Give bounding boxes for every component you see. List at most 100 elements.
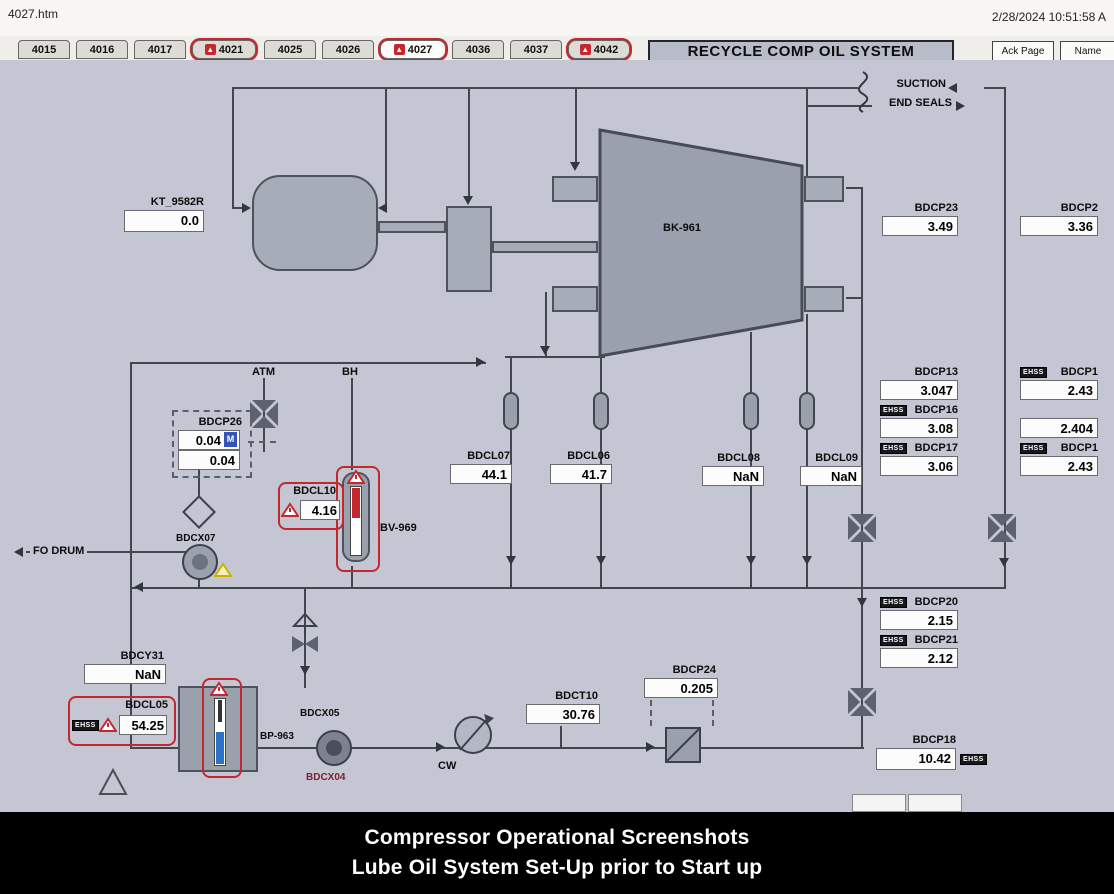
alarm-frame-bdcl05[interactable] xyxy=(68,696,176,746)
ehss-badge: EHSS xyxy=(960,754,987,765)
tag-value-bdcp14[interactable]: 2.43 xyxy=(1020,380,1098,400)
tab-4027[interactable]: ▲4027 xyxy=(380,40,446,59)
tab-4037[interactable]: 4037 xyxy=(510,40,562,59)
pump-bdcx04[interactable] xyxy=(315,729,353,767)
tag-value-bdcl06[interactable]: 41.7 xyxy=(550,464,612,484)
tab-4026[interactable]: 4026 xyxy=(322,40,374,59)
alarm-icon: ▲ xyxy=(579,44,591,55)
tag-value-bdcp22[interactable]: 3.36 xyxy=(1020,216,1098,236)
pipe-line xyxy=(130,362,132,749)
tag-value-bdcl07[interactable]: 44.1 xyxy=(450,464,512,484)
pipe-line xyxy=(750,332,752,587)
tag-label-bdcp14: EHSS BDCP1 xyxy=(1020,366,1098,378)
seal-pot xyxy=(743,392,759,430)
actuated-valve[interactable] xyxy=(288,612,322,654)
page-datetime: 2/28/2024 10:51:58 A xyxy=(991,10,1106,24)
tag-value-bdcp15[interactable]: 2.404 xyxy=(1020,418,1098,438)
tag-label-bdcp13: BDCP13 xyxy=(914,366,958,378)
tag-label-bdcl07: BDCL07 xyxy=(467,450,510,462)
pipe-vent-atm xyxy=(263,378,265,452)
tab-4015[interactable]: 4015 xyxy=(18,40,70,59)
atm-label: ATM xyxy=(252,366,276,378)
alarm-triangle-icon xyxy=(281,502,299,517)
tab-4025[interactable]: 4025 xyxy=(264,40,316,59)
pipe-line xyxy=(130,747,864,749)
tag-value-bdcp16[interactable]: 3.08 xyxy=(880,418,958,438)
level-gauge-fill xyxy=(352,488,360,518)
instrument-dashed-line xyxy=(712,700,714,726)
heat-exchanger-cw[interactable] xyxy=(452,712,496,754)
level-alarm-frame[interactable] xyxy=(202,678,242,778)
vent-valve-atm[interactable] xyxy=(248,398,280,430)
alarm-frame-bdcl10[interactable] xyxy=(278,482,344,530)
tag-label-bdcp22: BDCP2 xyxy=(1060,202,1098,214)
page-title: RECYCLE COMP OIL SYSTEM xyxy=(648,40,954,62)
compressor-label: BK-961 xyxy=(663,222,701,234)
gearbox xyxy=(446,206,492,292)
pipe-line xyxy=(806,87,808,177)
tag-label-kt9582r: KT_9582R xyxy=(150,196,204,208)
flow-arrow xyxy=(506,556,516,565)
block-valve[interactable] xyxy=(986,512,1018,544)
tag-label-bdcp18: BDCP18 xyxy=(912,734,956,746)
pipe-line xyxy=(575,87,577,167)
tag-label-bdcp20: EHSS BDCP20 xyxy=(880,596,958,608)
flow-arrow xyxy=(436,742,445,752)
tag-value-bdcp13[interactable]: 3.047 xyxy=(880,380,958,400)
tag-value-bdcp26-2[interactable]: 0.04 xyxy=(178,450,240,470)
tag-label-bdcl05: BDCL05 xyxy=(125,699,168,711)
block-valve[interactable] xyxy=(846,512,878,544)
tag-value-bdcy31[interactable]: NaN xyxy=(84,664,166,684)
tab-4017[interactable]: 4017 xyxy=(134,40,186,59)
tag-value-bdcl10[interactable]: 4.16 xyxy=(300,500,340,520)
name-button[interactable]: Name xyxy=(1060,41,1114,61)
tag-value-bdcp18[interactable]: 10.42 xyxy=(876,748,956,770)
pipe-line xyxy=(1004,87,1006,589)
tag-value-bdct10[interactable]: 30.76 xyxy=(526,704,600,724)
instrument-dashed-line xyxy=(248,441,276,443)
shaft xyxy=(492,241,598,253)
ehss-badge: EHSS xyxy=(1020,442,1047,454)
instrument-dashed-box xyxy=(172,410,252,478)
tag-value-bdcp20[interactable]: 2.15 xyxy=(880,610,958,630)
flow-arrow xyxy=(857,598,867,607)
pipe-line xyxy=(806,314,808,587)
pipe-line xyxy=(861,187,863,749)
level-gauge-fill xyxy=(216,732,224,764)
tag-value-bdcp19[interactable]: 2.43 xyxy=(1020,456,1098,476)
suction-label: SUCTION xyxy=(896,78,947,90)
pipe-line xyxy=(232,207,248,209)
tab-4042[interactable]: ▲4042 xyxy=(568,40,630,59)
flow-arrow xyxy=(463,196,473,205)
tab-4036[interactable]: 4036 xyxy=(452,40,504,59)
tag-value-bdcl05[interactable]: 54.25 xyxy=(119,715,167,735)
caption-line1: Compressor Operational Screenshots xyxy=(364,826,750,849)
manual-mode-badge: M xyxy=(224,432,237,447)
ehss-badge: EHSS xyxy=(880,442,907,454)
tag-value-bdcp21[interactable]: 2.12 xyxy=(880,648,958,668)
seal-pot xyxy=(593,392,609,430)
pump-bdcx07[interactable] xyxy=(181,543,219,581)
tag-value-kt9582r[interactable]: 0.0 xyxy=(124,210,204,232)
tag-value-bdcp24[interactable]: 0.205 xyxy=(644,678,718,698)
oil-filter[interactable] xyxy=(664,726,702,764)
pipe-line xyxy=(806,105,872,107)
block-valve[interactable] xyxy=(846,686,878,718)
tag-value-bdcp23[interactable]: 3.49 xyxy=(882,216,958,236)
pipe-line xyxy=(232,87,858,89)
seal-pot xyxy=(799,392,815,430)
ack-page-button[interactable]: Ack Page xyxy=(992,41,1054,61)
compressor-body xyxy=(598,128,804,358)
tag-label-bdcl06: BDCL06 xyxy=(567,450,610,462)
bdcx05-label: BDCX05 xyxy=(300,708,340,719)
flow-arrow xyxy=(378,203,387,213)
motor-body xyxy=(252,175,378,271)
tag-value-bdcl08[interactable]: NaN xyxy=(702,466,764,486)
tab-4021[interactable]: ▲4021 xyxy=(192,40,256,59)
tag-value-bdcl09[interactable]: NaN xyxy=(800,466,862,486)
tag-value-bdcp17[interactable]: 3.06 xyxy=(880,456,958,476)
pipe-tank-feed xyxy=(304,588,306,688)
tab-4016[interactable]: 4016 xyxy=(76,40,128,59)
flow-arrow xyxy=(242,203,251,213)
